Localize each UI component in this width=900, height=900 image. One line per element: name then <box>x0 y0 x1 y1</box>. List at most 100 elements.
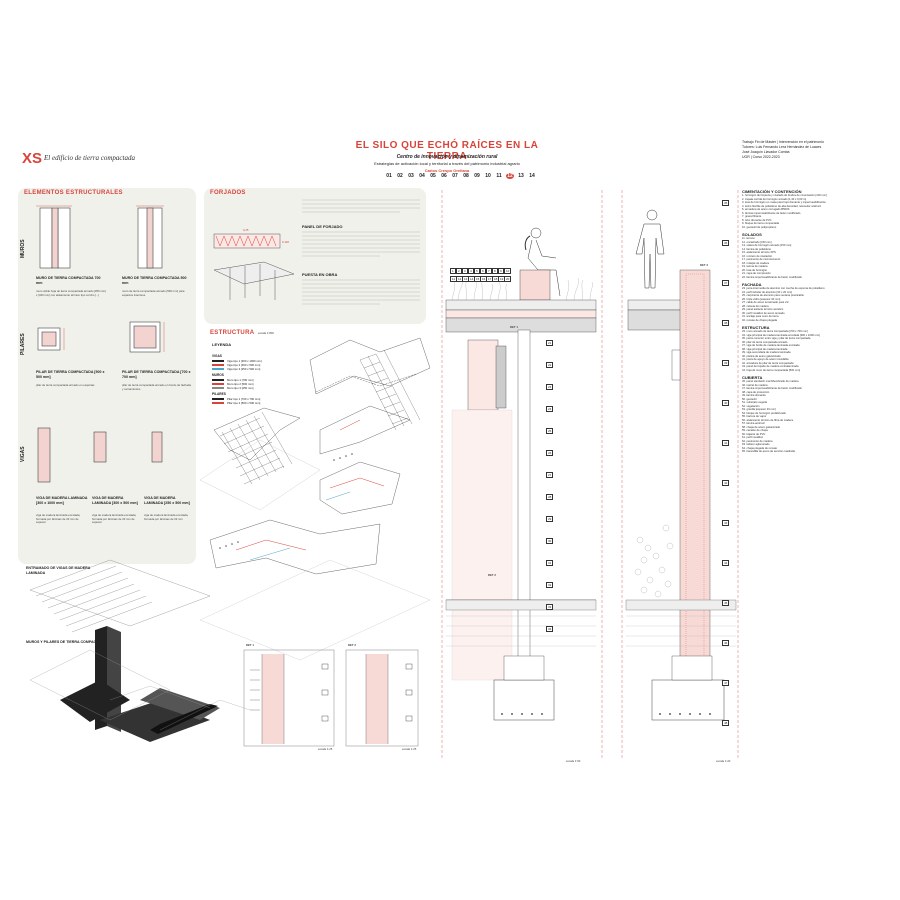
legend-item: Viga tipo 2 [300 x 500 mm] <box>212 363 302 367</box>
page-subtitle: Centro de innovación y dinamización rura… <box>396 154 498 160</box>
forjados-title: FORJADOS <box>210 190 246 196</box>
viga-desc-3: viga de madera laminada encolada, formad… <box>144 513 189 521</box>
callout-number: 21 <box>546 340 554 346</box>
pilar-desc-1: pilar de tierra compactada armado en esq… <box>36 383 95 387</box>
page-number[interactable]: 01 <box>386 173 392 179</box>
legend-line: 33. muro armado de tierra compactada [70… <box>742 330 808 333</box>
legend-section-title: CUBIERTA <box>742 375 763 380</box>
callout-number: 34 <box>546 626 554 632</box>
page-number[interactable]: 08 <box>463 173 469 179</box>
legend-swatch <box>212 387 224 389</box>
legend-line: 12. encachado [150 mm] <box>742 240 772 244</box>
scale-2: escala 1:25 <box>402 747 417 751</box>
page-index: 01 02 03 04 05 06 07 08 09 10 11 12 13 14 <box>385 173 536 179</box>
page-number[interactable]: 09 <box>474 173 480 179</box>
det-label-2: DET 2 <box>348 643 356 647</box>
legend-swatch <box>212 364 224 366</box>
callout-number: 23 <box>546 384 554 390</box>
legend-line: 22. lámina impermeabilizante de betún mo… <box>742 275 802 279</box>
page-number[interactable]: 10 <box>485 173 491 179</box>
section-scale-2: escala 1:20 <box>716 759 731 763</box>
page-title: EL SILO QUE ECHÓ RAÍCES EN LA TIERRA <box>355 140 539 162</box>
legend-line: 45. panel sándwich machihembrado de made… <box>742 380 799 383</box>
pilar-label-2: PILAR DE TIERRA COMPACTADA [700 x 700 mm… <box>122 370 191 379</box>
legend-line: 41. pieza de apoyo de acero inoxidable <box>742 358 789 361</box>
legend-item: Pilar tipo 2 [500 x 500 mm] <box>212 401 302 405</box>
legend-line: 52. vegetación <box>742 404 760 408</box>
legend-line: 51. substrato vegetal <box>742 401 767 404</box>
callout-number: 35 <box>722 200 730 206</box>
page-number[interactable]: 14 <box>529 173 535 179</box>
legend-group-title: MUROS <box>212 373 224 377</box>
legend-item: Muro tipo 1 [700 mm] <box>212 378 302 382</box>
legend-line: 24. perfil tubular de aluminio [30 x 20 … <box>742 290 793 294</box>
legend-line: 4. lecho flexible de polietileno de alta… <box>742 204 822 208</box>
legend-line: 11. terreno <box>742 237 755 240</box>
legend-section-title: CIMENTACIÓN Y CONTENCIÓN <box>742 189 802 194</box>
legend-line: 2. zapata corrida de hormigón armado [1,… <box>742 197 807 201</box>
puesta-obra-title: PUESTA EN OBRA <box>302 272 338 277</box>
legend-label: Pilar tipo 1 [700 x 700 mm] <box>227 397 261 401</box>
legend-line: 31. anclaje para muro de tierra <box>742 315 779 318</box>
callout-number: 48 <box>722 720 730 726</box>
viga-label-1: VIGA DE MADERA LAMINADA [300 x 1000 mm] <box>36 496 88 505</box>
muro-desc-1: muro doble hoja de tierra compactada arm… <box>36 289 106 297</box>
legend-line: 7. grava filtrante <box>742 215 762 218</box>
callout-number: 26 <box>546 450 554 456</box>
page-number[interactable]: 06 <box>441 173 447 179</box>
legend-line: 6. lámina impermeabilizante de betún mod… <box>742 211 801 215</box>
legend-line: 55. barrera de vapor <box>742 415 767 418</box>
pilar-desc-2: pilar de tierra compactada armado en fon… <box>122 383 191 391</box>
legend-line: 61. perfil metálico <box>742 436 764 439</box>
legend-line: 30. perfil metálico de acero tensado <box>742 311 785 315</box>
legend-line: 18. rodapié de madera <box>742 261 770 265</box>
callout-number: 43 <box>722 520 730 526</box>
logo: XS <box>22 150 43 167</box>
page-number[interactable]: 13 <box>518 173 524 179</box>
legend-line: 50. geotextil <box>742 397 757 401</box>
callout-number: 29 <box>546 516 554 522</box>
legend-line: 63. tablero aglomerado <box>742 443 770 446</box>
page-number[interactable]: 05 <box>430 173 436 179</box>
author: Carlos Crespo Orellana <box>424 168 470 173</box>
elements-title: ELEMENTOS ESTRUCTURALES <box>24 190 123 196</box>
callout-number: 47 <box>722 680 730 686</box>
legend-line: 37. viga de borde de madera laminada enc… <box>742 344 800 347</box>
callout-number: 31 <box>546 560 554 566</box>
legend-line: 25. carpintería de aluminio para ventana… <box>742 294 804 297</box>
legend-line: 42. armadura de pilar de tierra compacta… <box>742 361 794 365</box>
header-info: Trabajo Fin de Máster | Intervención en … <box>742 140 882 160</box>
page-number[interactable]: 04 <box>419 173 425 179</box>
legend-line: 28. celosía de madera <box>742 304 769 308</box>
section-scale-1: escala 1:50 <box>566 759 581 763</box>
legend-line: 23. junta intermedia de aluminio con mec… <box>742 287 825 290</box>
page-number[interactable]: 07 <box>452 173 458 179</box>
page-number[interactable]: 03 <box>408 173 414 179</box>
page-number[interactable]: 12 <box>506 173 514 179</box>
callout-number: 20 <box>504 276 512 282</box>
page-number[interactable]: 02 <box>397 173 403 179</box>
legend-swatch <box>212 360 224 362</box>
legend-swatch <box>212 368 224 370</box>
legend-line: 27. cable de acero tensionado para vid <box>742 301 789 304</box>
axo-label-2: MUROS Y PILARES DE TIERRA COMPACTADA <box>26 640 106 644</box>
legend-line: 26. triple vidrio [espesor 30 mm] <box>742 297 781 301</box>
legend-label: Muro tipo 2 [500 mm] <box>227 382 254 386</box>
callout-number: 36 <box>722 240 730 246</box>
legend-item: Viga tipo 1 [300 x 1000 mm] <box>212 359 302 363</box>
callout-number: 44 <box>722 560 730 566</box>
legend-line: 49. lámina drenante <box>742 394 766 397</box>
callout-number: 9 <box>498 268 504 274</box>
page-number[interactable]: 11 <box>496 173 502 179</box>
viga-desc-2: viga de madera laminada encolada, formad… <box>92 513 137 525</box>
det-center-1: DET 1 <box>510 325 518 329</box>
axo-label-1: ENTRAMADO DE VIGAS DE MADERA LAMINADA <box>26 566 91 575</box>
legend-item: Viga tipo 3 [250 x 500 mm] <box>212 367 302 371</box>
legend-line: 58. chapa de acero galvanizado <box>742 425 781 429</box>
legend-line: 36. pilar de tierra compactada armado <box>742 340 788 344</box>
callout-number: 42 <box>722 480 730 486</box>
legend-line: 13. solera de hormigón armado [150 mm] <box>742 244 792 247</box>
